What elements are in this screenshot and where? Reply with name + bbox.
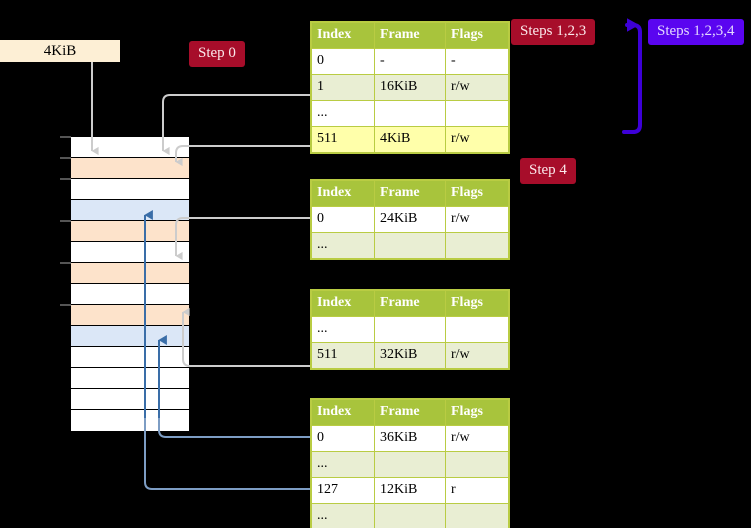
wire-pdp-to-memory: [175, 217, 311, 261]
column-header-index: Index: [311, 180, 375, 207]
memory-tick-6: [60, 262, 71, 264]
cell-frame: 32KiB: [374, 342, 446, 369]
memory-tick-0: [60, 136, 71, 138]
column-header-flags: Flags: [445, 399, 509, 426]
memory-frame-row: [71, 200, 189, 221]
memory-tick-1: [60, 157, 71, 159]
wire-steps-1234-arrow: [622, 18, 642, 134]
badge-steps-123: Steps 1,2,3: [511, 19, 596, 45]
column-header-frame: Frame: [374, 399, 446, 426]
cell-frame: -: [374, 48, 446, 75]
memory-frame-row: [71, 242, 189, 263]
cell-flags: r/w: [445, 126, 509, 153]
memory-frame-row: [71, 389, 189, 410]
cell-frame: [374, 100, 446, 127]
cell-frame: 4KiB: [374, 126, 446, 153]
wire-pd-to-memory: [182, 307, 311, 367]
cell-frame: [374, 503, 446, 528]
cell-frame: 16KiB: [374, 74, 446, 101]
memory-frame-row: [71, 326, 189, 347]
cell-flags: -: [445, 48, 509, 75]
memory-size-label-text: 4KiB: [43, 42, 77, 59]
table-row: ...: [311, 316, 509, 343]
cell-flags: [445, 232, 509, 259]
badge-step-4: Step 4: [520, 158, 576, 184]
cell-index: 1: [311, 74, 375, 101]
cell-flags: [445, 451, 509, 478]
memory-frame-row: [71, 368, 189, 389]
badge-step-0-text: Step 0: [198, 45, 236, 61]
memory-tick-4: [60, 220, 71, 222]
cell-flags: [445, 100, 509, 127]
column-header-index: Index: [311, 399, 375, 426]
memory-frame-row: [71, 158, 189, 179]
cell-index: ...: [311, 451, 375, 478]
memory-frame-row: [71, 410, 189, 431]
cell-index: 127: [311, 477, 375, 504]
memory-frame-row: [71, 221, 189, 242]
memory-tick-2: [60, 178, 71, 180]
cell-index: ...: [311, 316, 375, 343]
cell-flags: r: [445, 477, 509, 504]
cell-frame: 36KiB: [374, 425, 446, 452]
wire-pml4-511-to-memory: [175, 145, 311, 167]
badge-step-4-text: Step 4: [529, 162, 567, 178]
table-row: ...: [311, 503, 509, 528]
memory-frame-row: [71, 284, 189, 305]
cell-flags: [445, 503, 509, 528]
column-header-index: Index: [311, 290, 375, 317]
cell-index: 0: [311, 425, 375, 452]
cell-flags: r/w: [445, 206, 509, 233]
physical-memory-column: [70, 136, 190, 432]
cell-flags: r/w: [445, 425, 509, 452]
cell-frame: 12KiB: [374, 477, 446, 504]
cell-flags: [445, 316, 509, 343]
cell-frame: [374, 451, 446, 478]
badge-steps-1234-text: Steps 1,2,3,4: [657, 23, 735, 39]
cell-frame: [374, 316, 446, 343]
cell-flags: r/w: [445, 342, 509, 369]
column-header-flags: Flags: [445, 22, 509, 49]
memory-size-label: 4KiB: [0, 40, 120, 62]
badge-steps-123-text: Steps 1,2,3: [520, 23, 587, 39]
cell-flags: r/w: [445, 74, 509, 101]
table-row: ...: [311, 100, 509, 127]
column-header-index: Index: [311, 22, 375, 49]
cell-index: 511: [311, 126, 375, 153]
badge-step-0: Step 0: [189, 41, 245, 67]
cell-index: ...: [311, 503, 375, 528]
table-row: ...: [311, 451, 509, 478]
cell-frame: [374, 232, 446, 259]
badge-steps-1234: Steps 1,2,3,4: [648, 19, 744, 45]
cell-index: 0: [311, 48, 375, 75]
memory-tick-8: [60, 304, 71, 306]
cell-index: ...: [311, 100, 375, 127]
memory-frame-row: [71, 137, 189, 158]
column-header-flags: Flags: [445, 290, 509, 317]
column-header-frame: Frame: [374, 22, 446, 49]
memory-frame-row: [71, 305, 189, 326]
memory-frame-row: [71, 347, 189, 368]
table-row: 0--: [311, 48, 509, 75]
cell-index: 511: [311, 342, 375, 369]
table-row: ...: [311, 232, 509, 259]
cell-index: ...: [311, 232, 375, 259]
column-header-frame: Frame: [374, 180, 446, 207]
memory-frame-row: [71, 263, 189, 284]
column-header-frame: Frame: [374, 290, 446, 317]
cell-index: 0: [311, 206, 375, 233]
cell-frame: 24KiB: [374, 206, 446, 233]
memory-frame-row: [71, 179, 189, 200]
column-header-flags: Flags: [445, 180, 509, 207]
